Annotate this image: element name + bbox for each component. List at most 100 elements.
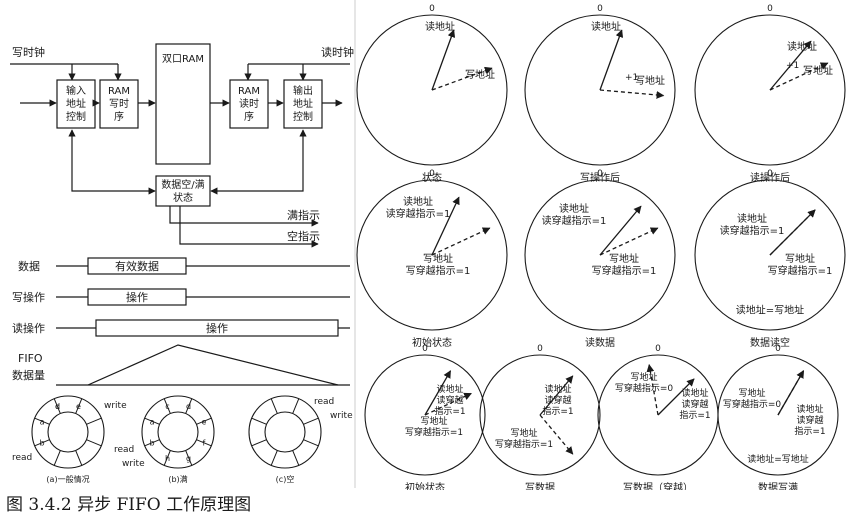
pointer-circle-outline [717, 354, 839, 476]
input-addr-ctrl-2: 地址 [66, 97, 86, 110]
ring-divider [292, 450, 300, 466]
write-pointer-label: 写穿越指示=0 [723, 398, 782, 410]
timing-fifo-label-2: 数据量 [12, 368, 45, 382]
ring-inner [264, 411, 306, 453]
read-pointer-label: 读穿越指示=1 [542, 214, 607, 227]
write-pointer [431, 227, 491, 256]
read-pointer [431, 196, 460, 256]
output-addr-ctrl-3: 控制 [293, 110, 313, 123]
zero-mark: 0 [775, 344, 781, 354]
write-clock-label: 写时钟 [12, 45, 45, 59]
pointer-circle-outline [524, 179, 676, 331]
read-pointer-label: 读地址 [737, 212, 767, 225]
read-pointer-label: 读穿越指示=1 [720, 224, 785, 237]
ring-cell-label: f [203, 438, 206, 447]
ring-cell-label: b [39, 438, 44, 447]
zero-mark: 0 [537, 344, 543, 354]
ring-outer [141, 395, 215, 469]
zero-mark: 0 [655, 344, 661, 354]
read-pointer-label: 读穿越指示=1 [386, 207, 451, 220]
write-pointer-label: 写地址 [423, 252, 453, 265]
write-pointer [431, 66, 493, 91]
ring-divider [34, 417, 50, 425]
ring-cell-label: d [55, 402, 60, 411]
write-pointer [646, 364, 659, 416]
pointer-circle-caption: 数据写满 [758, 481, 798, 490]
ring-pointer-label: write [122, 459, 145, 469]
dual-port-ram-box [155, 43, 211, 165]
full-flag-label: 满指示 [287, 208, 320, 222]
timing-read-bar-text: 操作 [206, 321, 228, 335]
read-pointer [431, 29, 456, 91]
ring-divider [75, 450, 83, 466]
write-pointer-label: 写穿越指示=1 [406, 264, 471, 277]
read-pointer-label: 指示=1 [542, 405, 573, 417]
write-pointer-label: 写地址 [420, 415, 447, 427]
timing-write-bar [87, 288, 187, 306]
timing-fifo-label-1: FIFO [18, 352, 43, 365]
read-pointer-label: 指示=1 [794, 425, 825, 437]
write-pointer-label: 写穿越指示=1 [405, 426, 463, 438]
ring-divider [185, 398, 193, 414]
zero-mark: 0 [767, 169, 773, 179]
ring-pointer-label: write [330, 411, 353, 421]
output-addr-ctrl-1: 输出 [293, 84, 313, 97]
ring-divider [303, 417, 319, 425]
ring-buffer: (c)空 [248, 395, 322, 484]
ring-divider [53, 450, 61, 466]
ring-divider [163, 450, 171, 466]
ram-write-timing-box [99, 79, 139, 129]
figure-caption: 图 3.4.2 异步 FIFO 工作原理图 [6, 495, 252, 515]
write-pointer [769, 209, 816, 256]
read-pointer [424, 370, 452, 416]
pointer-circle-caption: 写数据 [525, 481, 555, 490]
ring-cell-label: b [149, 438, 154, 447]
write-pointer-label: 写穿越指示=1 [768, 264, 833, 277]
read-pointer-label: 读地址 [787, 40, 817, 53]
ram-read-timing-1: RAM [238, 86, 260, 97]
write-pointer-label: 写地址 [738, 387, 765, 399]
ring-cell-label: c [165, 402, 169, 411]
ring-divider [292, 398, 300, 414]
zero-mark: 0 [767, 4, 773, 14]
ring-cell-label: e [76, 402, 81, 411]
input-addr-ctrl-1: 输入 [66, 84, 86, 97]
ring-outer [31, 395, 105, 469]
output-addr-ctrl-2: 地址 [293, 97, 313, 110]
ring-caption: (c)空 [276, 474, 295, 484]
timing-diagram: 数据 有效数据 写操作 操作 读操作 操作 FIFO 数据量 [12, 257, 350, 386]
ring-inner [47, 411, 89, 453]
read-pointer-label: 读穿越 [544, 394, 571, 406]
ring-divider [251, 439, 267, 447]
ring-divider [34, 439, 50, 447]
ram-write-timing-3: 序 [114, 110, 124, 123]
timing-data-label: 数据 [18, 259, 40, 273]
pointer-circle-outline [524, 14, 676, 166]
pointer-circle-caption: 初始状态 [412, 336, 452, 349]
ring-divider [86, 417, 102, 425]
write-pointer [769, 62, 829, 91]
ring-divider [144, 417, 160, 425]
ring-divider [196, 417, 212, 425]
pointer-circle-caption: 数据读空 [750, 336, 790, 349]
ring-cell-label: a [40, 418, 45, 427]
read-pointer-label: 读地址 [559, 202, 589, 215]
pointer-circle-outline [694, 179, 846, 331]
status-box [155, 175, 211, 207]
ring-cell-label: d [186, 402, 191, 411]
pointer-circle-outline [364, 354, 486, 476]
timing-read-bar [95, 319, 339, 337]
read-pointer-label: 指示=1 [434, 405, 465, 417]
ring-pointer-label: read [114, 445, 134, 455]
ram-read-timing-3: 序 [244, 110, 254, 123]
ring-outer [248, 395, 322, 469]
ring-divider [185, 450, 193, 466]
ring-inner [157, 411, 199, 453]
